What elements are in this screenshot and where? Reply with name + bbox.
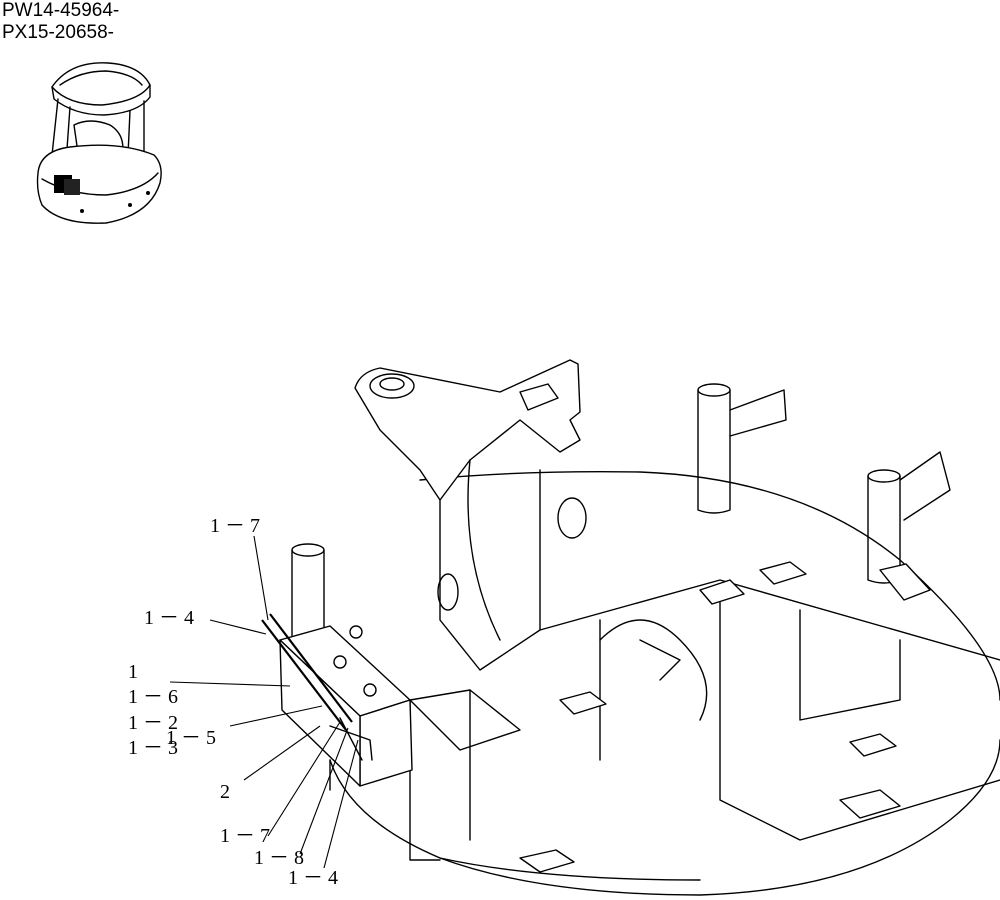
battery-box — [261, 613, 413, 787]
serial-to: PX15-20658- — [2, 22, 114, 43]
callout-2: 2 — [220, 781, 230, 803]
callout-1-8: 1 － 8 — [254, 847, 304, 869]
callout-1-7-top: 1 － 7 — [210, 515, 260, 537]
callout-1-6: 1 － 6 — [128, 686, 178, 708]
callout-1-2: 1 － 2 — [128, 712, 178, 734]
leader-lines — [169, 535, 359, 869]
center-frame — [409, 561, 1000, 873]
callout-1-5: 1 － 5 — [166, 727, 216, 749]
revolving-frame-deck — [329, 470, 1000, 896]
boom-bracket — [354, 359, 587, 671]
upper-structure — [36, 144, 162, 224]
cab-roof — [51, 62, 151, 116]
callout-1-3: 1 － 3 — [128, 737, 178, 759]
callout-1-4-bottom: 1 － 4 — [288, 867, 338, 889]
serial-from: PW14-45964- — [2, 0, 120, 21]
callouts: 1 － 7 1 － 4 1 1 － 6 1 － 2 1 － 5 1 － 3 2 … — [128, 515, 338, 889]
serial-range: PW14-45964- PX15-20658- — [2, 0, 119, 44]
callout-1-4-top: 1 － 4 — [144, 607, 194, 629]
machine-location-thumbnail — [36, 62, 162, 224]
callout-1: 1 — [128, 661, 138, 683]
callout-1-7-bottom: 1 － 7 — [220, 825, 270, 847]
